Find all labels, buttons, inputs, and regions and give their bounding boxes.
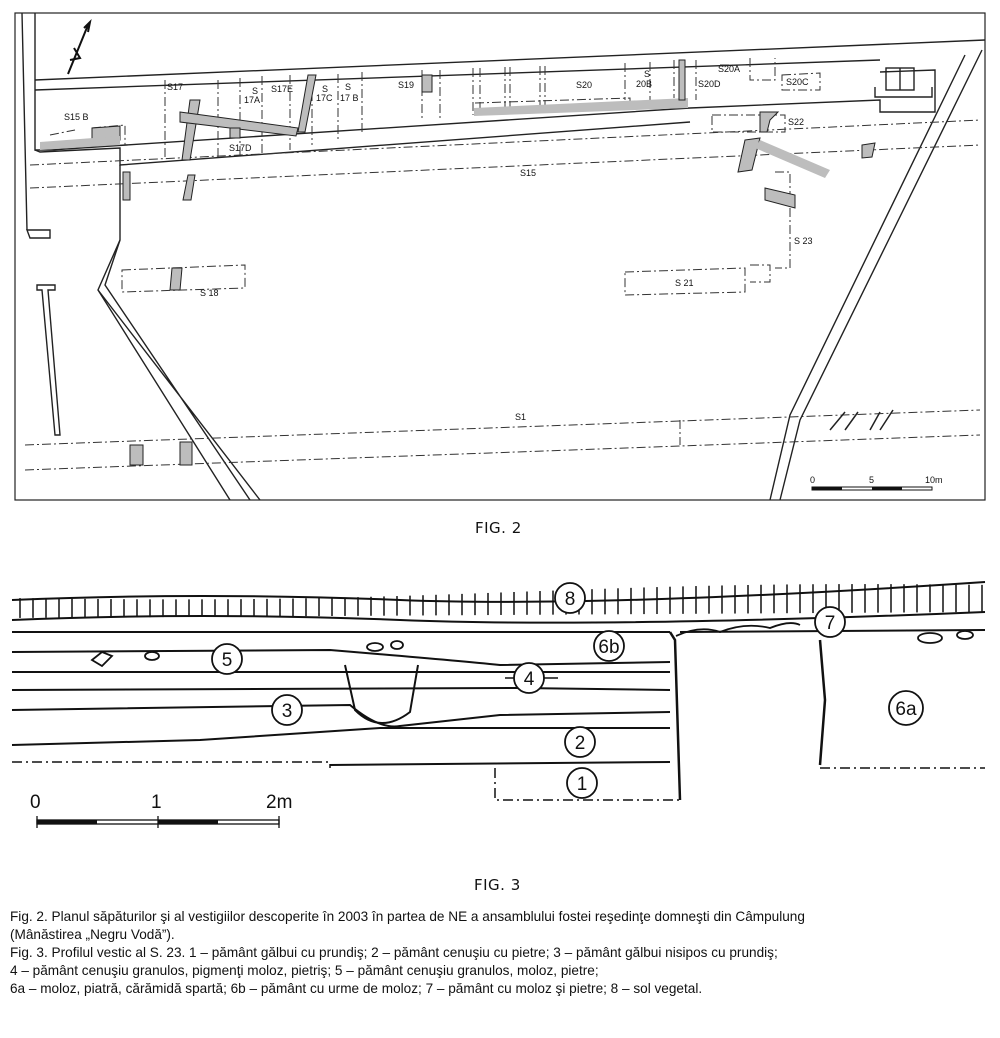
caption-line: Fig. 3. Profilul vestic al S. 23. 1 – pă… (10, 945, 778, 960)
fig2-label: FIG. 2 (475, 519, 522, 537)
label-s18: S 18 (200, 288, 219, 298)
caption-line: Fig. 2. Planul săpăturilor şi al vestigi… (10, 909, 805, 924)
label-s17c-2: 17C (316, 93, 333, 103)
label-s23: S 23 (794, 236, 813, 246)
plan-frame (14, 12, 986, 501)
label-s15b: S15 B (64, 112, 89, 122)
layer-2-label: 2 (575, 733, 586, 754)
street-line (34, 39, 986, 81)
label-s20b-1: S (644, 69, 650, 79)
label-s17b-2: 17 B (340, 93, 359, 103)
caption-line: (Mânăstirea „Negru Vodă”). (10, 927, 175, 942)
scale-label-0: 0 (810, 475, 815, 485)
north-arrow-icon (67, 18, 92, 75)
label-s17a-1: S (252, 86, 258, 96)
scale-label-0m: 0 (30, 792, 41, 813)
label-s17e: S17E (271, 84, 293, 94)
label-s20c: S20C (786, 77, 809, 87)
scale-label-2m: 2m (266, 792, 292, 813)
label-s19: S19 (398, 80, 414, 90)
scale-label-10m: 10m (925, 475, 943, 485)
layer-1-label: 1 (577, 774, 588, 795)
label-s22: S22 (788, 117, 804, 127)
label-s17c-1: S (322, 84, 328, 94)
layer-6b-label: 6b (598, 637, 619, 658)
label-s20: S20 (576, 80, 592, 90)
label-s17b-1: S (345, 82, 351, 92)
plan-scale-bar: 0 5 10m (810, 475, 943, 491)
layer-4-label: 4 (524, 669, 535, 690)
site-plan-figure: S15 B S17 S 17A S17E S 17C S 17 B S17D S… (14, 12, 986, 501)
scale-label-5: 5 (869, 475, 874, 485)
scale-label-1m: 1 (151, 792, 162, 813)
label-s20b-2: 20B (636, 79, 652, 89)
label-s17a-2: 17A (244, 95, 260, 105)
label-s20a: S20A (718, 64, 740, 74)
caption-line: 6a – moloz, piatră, cărămidă spartă; 6b … (10, 981, 703, 996)
label-s17: S17 (167, 82, 183, 92)
figure-caption: Fig. 2. Planul săpăturilor şi al vestigi… (10, 908, 995, 998)
label-s21: S 21 (675, 278, 694, 288)
layer-5-label: 5 (222, 650, 233, 671)
layer-6a-label: 6a (895, 699, 917, 720)
caption-line: 4 – pământ cenuşiu granulos, pigmenţi mo… (10, 963, 599, 978)
fig3-label: FIG. 3 (474, 876, 521, 894)
layer-3-label: 3 (282, 701, 293, 722)
label-s15: S15 (520, 168, 536, 178)
layer-7-label: 7 (825, 613, 836, 634)
label-s20d: S20D (698, 79, 721, 89)
label-s17d: S17D (229, 143, 252, 153)
label-s1: S1 (515, 412, 526, 422)
layer-8-label: 8 (565, 589, 576, 610)
profile-scale-bar: 0 1 2m (30, 792, 292, 828)
